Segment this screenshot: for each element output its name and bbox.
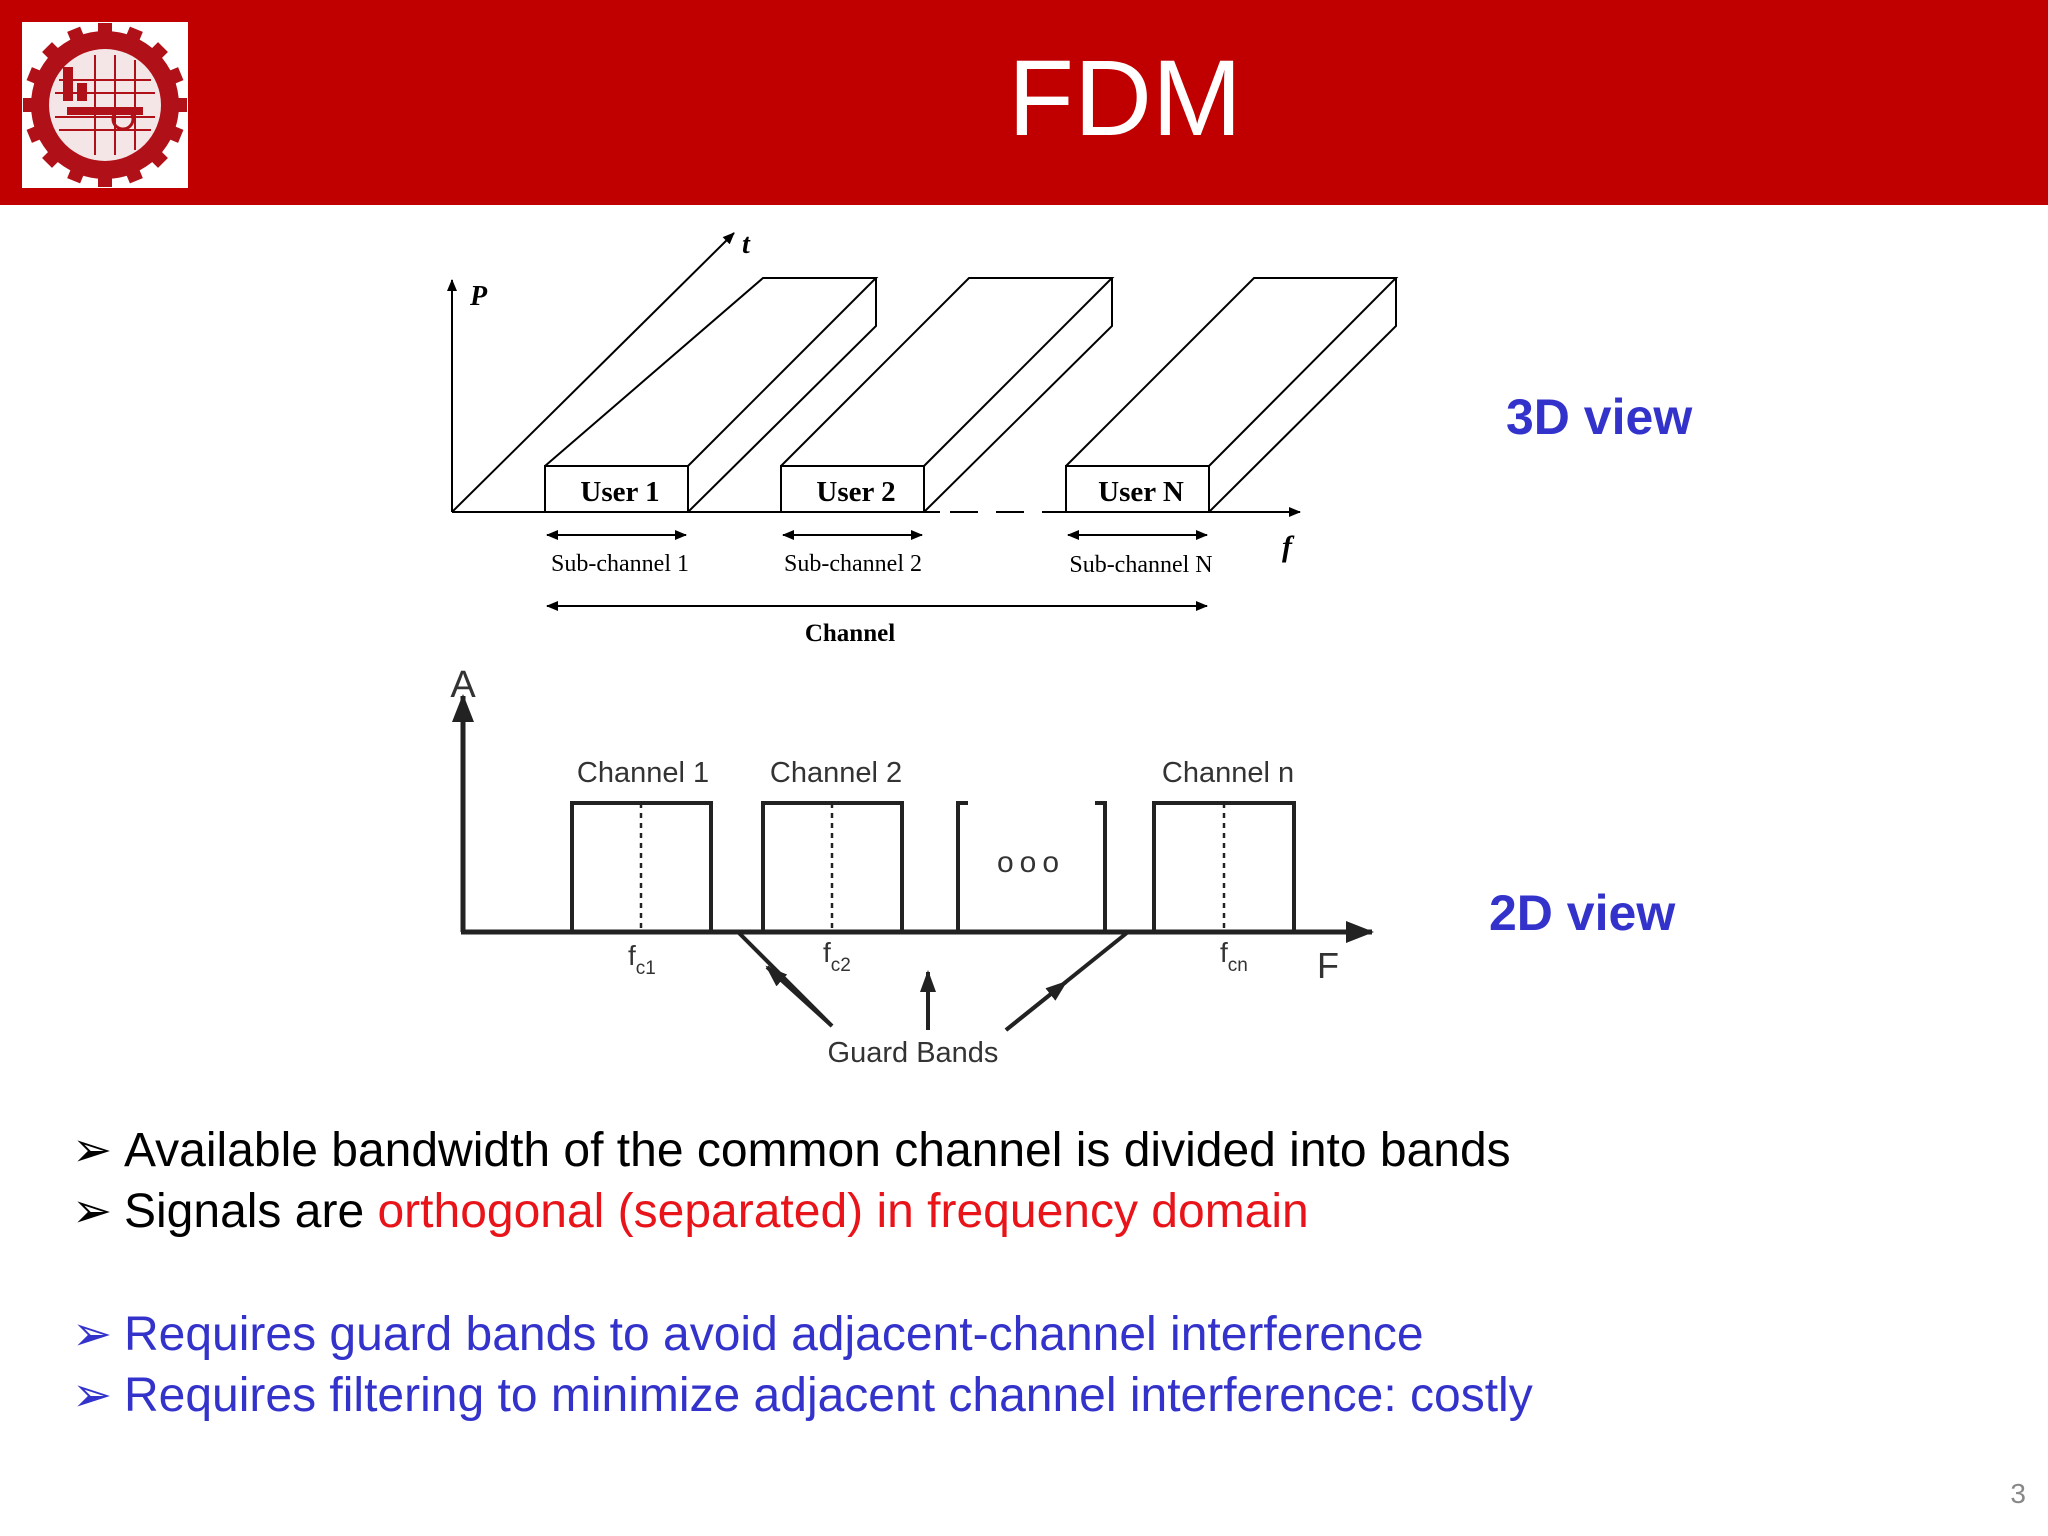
subchannel-1-label: Sub-channel 1	[551, 551, 689, 577]
bullet-4: ➢Requires filtering to minimize adjacent…	[72, 1365, 1533, 1426]
bullet-text: Signals are	[124, 1185, 378, 1238]
axis-t-label: t	[742, 229, 751, 260]
bullet-arrow-icon: ➢	[72, 1122, 113, 1178]
diagram-3d	[447, 232, 1399, 611]
user-1-label: User 1	[580, 476, 659, 508]
ellipsis-bracket-right	[1095, 801, 1107, 932]
channel-1-label: Channel 1	[577, 757, 709, 789]
bullet-arrow-icon: ➢	[72, 1367, 113, 1423]
university-gear-seal-icon	[22, 22, 188, 188]
bullet-arrow-icon: ➢	[72, 1183, 113, 1239]
channel-label: Channel	[805, 620, 895, 647]
bullet-2: ➢Signals are orthogonal (separated) in f…	[72, 1181, 1309, 1242]
user-1-block	[544, 277, 879, 513]
ellipsis-label: ooo	[997, 846, 1065, 879]
bullet-text-highlight: orthogonal (separated) in frequency doma…	[377, 1185, 1309, 1238]
view-label-2d: 2D view	[1489, 885, 1676, 941]
fcn-label: fcn	[1220, 937, 1248, 976]
bullet-arrow-icon: ➢	[72, 1306, 113, 1362]
axis-p-label: P	[469, 281, 488, 312]
channel-2-label: Channel 2	[770, 757, 902, 789]
subchannel-2-label: Sub-channel 2	[784, 551, 922, 577]
t-axis	[451, 232, 735, 513]
slide-title: FDM	[1008, 37, 1242, 158]
ellipsis-bracket-left	[956, 801, 968, 932]
diagram-2d	[452, 694, 1374, 1032]
channel-n-label: Channel n	[1162, 757, 1294, 789]
page-number: 3	[2010, 1478, 2026, 1509]
axis-f2d-label: F	[1317, 945, 1339, 986]
axis-a-label: A	[450, 664, 476, 706]
view-label-3d: 3D view	[1506, 389, 1693, 445]
fc1-label: fc1	[628, 940, 656, 979]
user-n-block	[1065, 277, 1399, 513]
axis-f-label: f	[1282, 530, 1295, 563]
guard-bands-label: Guard Bands	[828, 1037, 999, 1069]
bullet-text: Available bandwidth of the common channe…	[124, 1124, 1511, 1177]
bullet-3: ➢Requires guard bands to avoid adjacent-…	[72, 1304, 1424, 1365]
bullet-text: Requires guard bands to avoid adjacent-c…	[124, 1308, 1424, 1361]
title-bar: FDM	[0, 0, 2048, 205]
user-2-block	[780, 277, 1115, 513]
user-2-label: User 2	[816, 476, 895, 508]
bullet-text: Requires filtering to minimize adjacent …	[124, 1369, 1533, 1422]
subchannel-n-label: Sub-channel N	[1069, 552, 1212, 578]
user-n-label: User N	[1098, 476, 1184, 508]
bullet-1: ➢Available bandwidth of the common chann…	[72, 1120, 1511, 1181]
fc2-label: fc2	[823, 937, 851, 976]
